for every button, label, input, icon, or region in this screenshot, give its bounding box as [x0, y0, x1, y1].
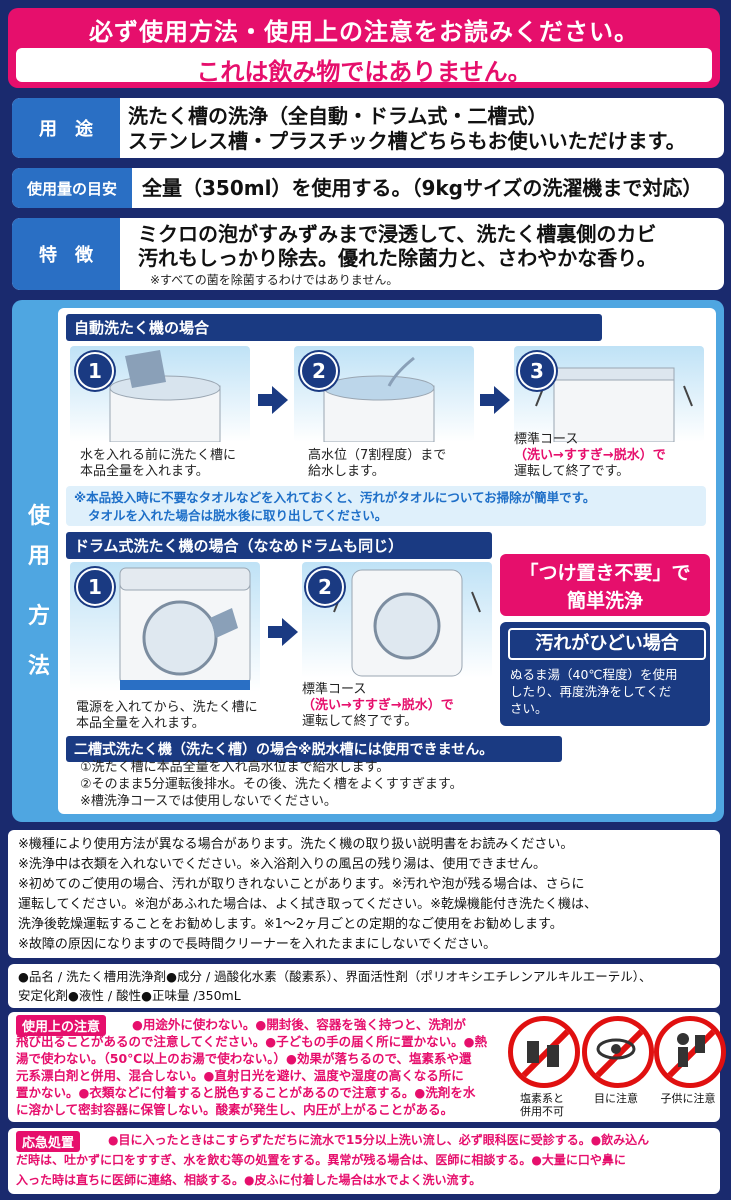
- first-aid-line: ●目に入ったときはこすらずただちに流水で15分以上洗い流し、必ず眼科医に受診する…: [108, 1133, 650, 1147]
- auto-step1-illustration: [70, 346, 250, 443]
- note-line: 運転してください。※泡があふれた場合は、よく拭き取ってください。※乾燥機能付き洗…: [18, 897, 597, 912]
- caution-label: 使用上の注意: [16, 1015, 107, 1036]
- child-warning-caption: 子供に注意: [660, 1092, 716, 1105]
- no-soak-promo-line1: 「つけ置き不要」で: [519, 562, 691, 584]
- drum-step1-illustration: [70, 562, 260, 692]
- no-mix-icon: 塩素系と 併用不可: [508, 1016, 580, 1118]
- washer-running-icon: [535, 367, 693, 443]
- heavy-dirt-title: 汚れがひどい場合: [508, 628, 706, 660]
- auto-step2-caption1: 高水位（7割程度）まで: [308, 448, 447, 463]
- auto-step2-caption2: 給水します。: [308, 464, 385, 479]
- spec-feature-note: ※すべての菌を除菌するわけではありません。: [150, 273, 399, 287]
- no-soak-promo-line2: 簡単洗浄: [566, 590, 643, 612]
- drum-washer-icon: [119, 567, 251, 690]
- method-content: 自動洗たく機の場合 1 水を入れる前に洗たく槽に 本品全量を入れます。 2 高水…: [58, 308, 716, 814]
- drum-step2-caption3: 運転して終了です。: [302, 714, 418, 729]
- header-box: これは飲み物ではありません。: [16, 48, 712, 86]
- warning-header: 必ず使用方法・使用上の注意をお読みください。 これは飲み物ではありません。: [8, 8, 720, 88]
- heavy-dirt-text2: したり、再度洗浄をしてくだ: [510, 684, 672, 699]
- auto-section-title: 自動洗たく機の場合: [66, 314, 602, 341]
- drum-step2-caption1: 標準コース: [302, 682, 367, 697]
- auto-step1-caption2: 本品全量を入れます。: [80, 464, 209, 479]
- caution-line: ●用途外に使わない。●開封後、容器を強く持つと、洗剤が: [132, 1017, 466, 1032]
- child-warning-icon: 子供に注意: [654, 1016, 726, 1105]
- spec-usage-label: 用 途: [12, 98, 120, 158]
- drum-running-icon: [333, 569, 481, 677]
- washer-water-icon: [323, 356, 435, 443]
- drum-step2-caption2: （洗い→すすぎ→脱水）で: [302, 698, 454, 713]
- caution-line: 元系漂白剤と併用、混合しない。●直射日光を避け、温度や湿度の高くなる所に: [16, 1068, 464, 1083]
- auto-step2-number: 2: [300, 352, 338, 390]
- caution-line: 置かない。●衣類などに付着すると脱色することがあるので注意する。●洗剤を水: [16, 1085, 476, 1100]
- notes-box: ※機種により使用方法が異なる場合があります。洗たく機の取り扱い説明書をお読みくだ…: [8, 830, 720, 958]
- product-info-line2: 安定化剤●液性 / 酸性●正味量 /350mL: [18, 988, 241, 1003]
- auto-step1-number: 1: [76, 352, 114, 390]
- method-side-char: 方: [27, 604, 50, 629]
- eye-warning-icon: 目に注意: [582, 1016, 654, 1105]
- spec-feature-line1: ミクロの泡がすみずみまで浸透して、洗たく槽裏側のカビ: [138, 222, 657, 246]
- auto-step3-caption1: 標準コース: [514, 432, 579, 447]
- auto-step1-caption1: 水を入れる前に洗たく槽に: [80, 448, 237, 463]
- drum-step1-caption1: 電源を入れてから、洗たく槽に: [76, 700, 258, 715]
- note-line: ※機種により使用方法が異なる場合があります。洗たく機の取り扱い説明書をお読みくだ…: [18, 837, 574, 852]
- note-line: 洗浄後乾燥運転することをお勧めします。※1〜2ヶ月ごとの定期的なご使用をお勧めし…: [18, 917, 563, 932]
- caution-box: 使用上の注意 ●用途外に使わない。●開封後、容器を強く持つと、洗剤が 飛び出るこ…: [8, 1012, 726, 1122]
- no-soak-promo: 「つけ置き不要」で 簡単洗浄: [500, 554, 710, 616]
- auto-tip-line1: ※本品投入時に不要なタオルなどを入れておくと、汚れがタオルについてお掃除が簡単で…: [74, 490, 596, 505]
- usage-method-section: 使 用 方 法 自動洗たく機の場合 1 水を入れる前に洗たく槽に 本品全量を入れ…: [12, 300, 724, 822]
- no-mix-caption1: 塩素系と: [520, 1092, 564, 1105]
- first-aid-label: 応急処置: [16, 1131, 81, 1152]
- spec-feature-label: 特 徴: [12, 218, 120, 290]
- spec-usage-line1: 洗たく槽の洗浄（全自動・ドラム式・二槽式）: [128, 104, 548, 128]
- spec-feature-line2: 汚れもしっかり除去。優れた除菌力と、さわやかな香り。: [138, 246, 657, 270]
- drum-section-title: ドラム式洗たく機の場合（ななめドラムも同じ）: [66, 532, 492, 559]
- twin-line3: ※槽洗浄コースでは使用しないでください。: [80, 794, 337, 809]
- product-info-box: ●品名 / 洗たく槽用洗浄剤●成分 / 過酸化水素（酸素系）、界面活性剤（ポリオ…: [8, 964, 720, 1008]
- method-side-label: 使 用 方 法: [20, 308, 58, 814]
- spec-feature-row: 特 徴 ミクロの泡がすみずみまで浸透して、洗たく槽裏側のカビ 汚れもしっかり除去…: [12, 218, 724, 290]
- drum-step1-number: 1: [76, 568, 114, 606]
- heavy-dirt-box: 汚れがひどい場合 ぬるま湯（40℃程度）を使用 したり、再度洗浄をしてくだ さい…: [500, 622, 710, 726]
- note-line: ※初めてのご使用の場合、汚れが取りきれないことがあります。※汚れや泡が残る場合は…: [18, 877, 585, 892]
- first-aid-line: 入った時は直ちに医師に連絡、相談する。●皮ふに付着した場合は水でよく洗い流す。: [16, 1173, 482, 1187]
- first-aid-line: だ時は、吐かずに口をすすぎ、水を飲む等の処置をする。異常が残る場合は、医師に相談…: [16, 1153, 626, 1167]
- auto-step3-caption2: （洗い→すすぎ→脱水）で: [514, 448, 666, 463]
- caution-line: に溶かして密封容器に保管しない。酸素が発生し、内圧が上がることがある。: [16, 1102, 454, 1117]
- first-aid-box: 応急処置 ●目に入ったときはこすらずただちに流水で15分以上洗い流し、必ず眼科医…: [8, 1128, 720, 1194]
- spec-amount-row: 使用量の目安 全量（350ml）を使用する。（9kgサイズの洗濯機まで対応）: [12, 168, 724, 208]
- auto-step3-number: 3: [518, 352, 556, 390]
- method-side-char: 法: [27, 654, 50, 679]
- caution-line: 湯で使わない。（50℃以上のお湯で使わない。）●効果が落ちるので、塩素系や還: [16, 1051, 472, 1066]
- header-line1: 必ず使用方法・使用上の注意をお読みください。: [89, 18, 639, 46]
- auto-tip-line2: タオルを入れた場合は脱水後に取り出してください。: [88, 508, 388, 523]
- method-side-char: 用: [27, 544, 50, 569]
- heavy-dirt-text3: さい。: [510, 701, 548, 716]
- auto-tip-box: ※本品投入時に不要なタオルなどを入れておくと、汚れがタオルについてお掃除が簡単で…: [66, 486, 706, 526]
- no-mix-caption2: 併用不可: [520, 1105, 564, 1118]
- spec-usage-row: 用 途 洗たく槽の洗浄（全自動・ドラム式・二槽式） ステンレス槽・プラスチック槽…: [12, 98, 724, 158]
- spec-amount-value: 全量（350ml）を使用する。（9kgサイズの洗濯機まで対応）: [142, 176, 703, 200]
- drum-step1-caption2: 本品全量を入れます。: [76, 716, 205, 731]
- twin-section-title: 二槽式洗たく機（洗たく槽）の場合※脱水槽には使用できません。: [66, 736, 562, 762]
- drum-step2-number: 2: [306, 568, 344, 606]
- spec-amount-label: 使用量の目安: [12, 168, 132, 208]
- caution-line: 飛び出ることがあるので注意してください。●子どもの手の届く所に置かない。●熱: [16, 1034, 488, 1049]
- auto-step3-caption3: 運転して終了です。: [514, 464, 630, 479]
- method-side-char: 使: [27, 504, 50, 529]
- drum-step2-illustration: [302, 562, 492, 678]
- product-info-line1: ●品名 / 洗たく槽用洗浄剤●成分 / 過酸化水素（酸素系）、界面活性剤（ポリオ…: [18, 969, 652, 984]
- heavy-dirt-text1: ぬるま湯（40℃程度）を使用: [510, 667, 678, 682]
- eye-warning-caption: 目に注意: [594, 1092, 638, 1105]
- header-line2: これは飲み物ではありません。: [196, 58, 532, 86]
- note-line: ※故障の原因になりますので長時間クリーナーを入れたままにしないでください。: [18, 937, 497, 952]
- note-line: ※洗浄中は衣類を入れないでください。※入浴剤入りの風呂の残り湯は、使用できません…: [18, 857, 547, 872]
- twin-line2: ②そのまま5分運転後排水。その後、洗たく槽をよくすすぎます。: [80, 777, 463, 792]
- spec-usage-line2: ステンレス槽・プラスチック槽どちらもお使いいただけます。: [128, 129, 686, 153]
- twin-line1: ①洗たく槽に本品全量を入れ高水位まで給水します。: [80, 760, 390, 775]
